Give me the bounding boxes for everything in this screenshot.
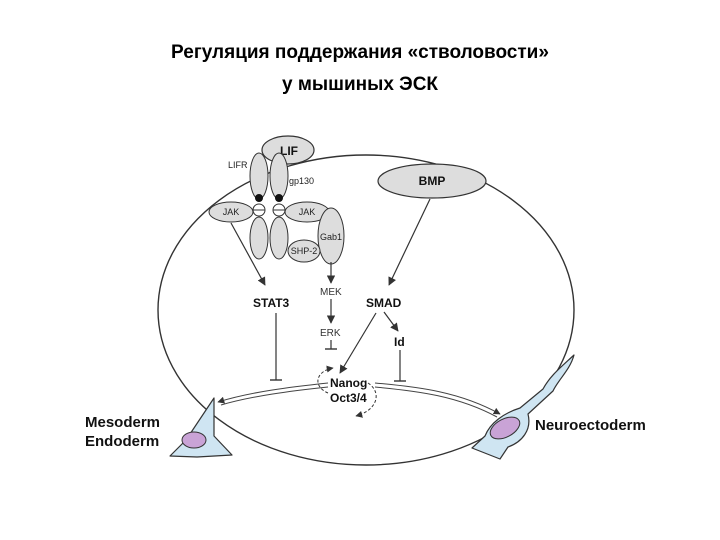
gp130-label: gp130 [289,176,314,186]
jak-left-ellipse [208,201,254,223]
smad-label: SMAD [366,296,402,310]
oct34-label: Oct3/4 [330,391,367,405]
bmp-ellipse [377,163,487,199]
gab1-label: Gab1 [320,232,342,242]
shp2-label: SHP-2 [291,246,318,256]
mesoderm-cell [169,397,233,458]
nanog-label: Nanog [330,376,367,390]
membrane-dot-right [275,194,283,202]
arrow-bmp-to-smad [388,198,431,286]
es-cell-outline [157,154,575,466]
arrow-smad-to-id [383,311,399,332]
erk-label: ERK [320,328,341,339]
mesoderm-label: Mesoderm [85,414,160,431]
title-line-2: у мышиных ЭСК [281,74,439,95]
title-line-1: Регуляция поддержания «стволовости» [171,42,549,63]
lif-receptor-complex: LIF LIFR gp130 JAK JAK Gab1 SHP-2 [208,135,345,265]
jak-right-label: JAK [299,207,316,217]
arrow-smad-to-nanog [339,312,377,374]
endoderm-label: Endoderm [85,433,159,450]
lifr-upper [249,152,269,200]
arrow-jak-to-stat3 [230,222,266,286]
mek-label: MEK [320,287,342,298]
arrow-to-mesoderm-b [220,386,329,406]
gp130-lower [269,216,289,260]
stat3-label: STAT3 [253,296,290,310]
lif-label: LIF [280,144,298,158]
neuroectoderm-label: Neuroectoderm [535,417,646,434]
arrow-to-neuroectoderm-b [374,386,498,418]
mesoderm-nucleus [181,431,207,449]
gp130-upper [269,152,289,200]
arrow-to-neuroectoderm-a [374,382,501,415]
id-label: Id [394,335,405,349]
lifr-lower [249,216,269,260]
arrow-to-mesoderm-a [217,382,329,404]
shp2-ellipse [287,239,321,263]
neuroectoderm-nucleus [489,416,521,440]
lifr-label: LIFR [228,160,248,170]
jak-left-label: JAK [223,207,240,217]
bmp-label: BMP [419,174,446,188]
nanog-oct-cycle-right [355,382,377,418]
membrane-dot-left [255,194,263,202]
neuroectoderm-cell [471,354,575,460]
